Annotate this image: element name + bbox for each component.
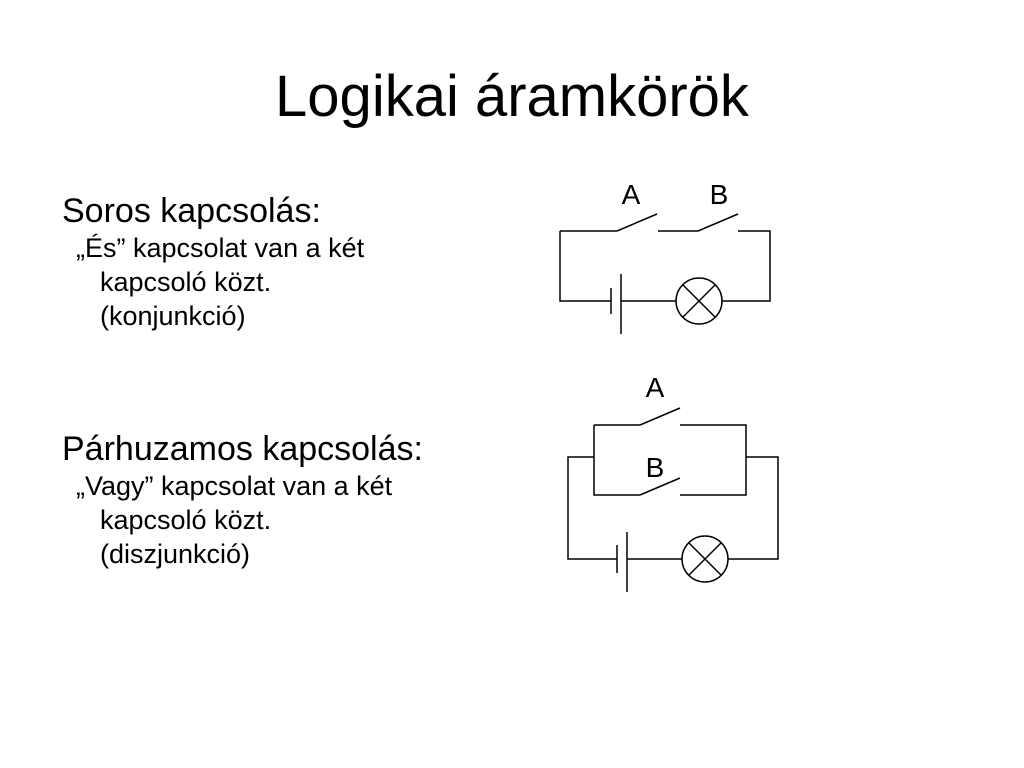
lamp-icon xyxy=(675,277,723,325)
parallel-heading: Párhuzamos kapcsolás: xyxy=(62,430,423,468)
series-switch-a-label: A xyxy=(622,179,641,210)
series-switch-b-label: B xyxy=(710,179,729,210)
battery-icon xyxy=(616,532,628,592)
series-line-2: kapcsoló közt. xyxy=(100,267,272,297)
parallel-circuit: A B xyxy=(567,372,779,592)
series-line-3: (konjunkció) xyxy=(100,301,246,331)
series-heading: Soros kapcsolás: xyxy=(62,192,321,230)
parallel-line-3: (diszjunkció) xyxy=(100,539,251,569)
parallel-branch-wire xyxy=(593,424,747,496)
parallel-main-wire xyxy=(567,456,779,560)
series-text: Soros kapcsolás: „És” kapcsolat van a ké… xyxy=(62,191,364,333)
parallel-switch-b-label: B xyxy=(646,452,665,483)
switch-icon xyxy=(616,213,658,232)
parallel-text: Párhuzamos kapcsolás: „Vagy” kapcsolat v… xyxy=(62,429,423,571)
lamp-icon xyxy=(681,535,729,583)
parallel-line-2: kapcsoló közt. xyxy=(100,505,272,535)
series-circuit: A B xyxy=(559,179,771,334)
battery-icon xyxy=(610,274,622,334)
switch-icon xyxy=(639,407,681,426)
switch-icon xyxy=(639,477,681,496)
series-line-1: „És” kapcsolat van a két xyxy=(76,233,365,263)
slide-title: Logikai áramkörök xyxy=(275,64,749,129)
parallel-line-1: „Vagy” kapcsolat van a két xyxy=(76,471,393,501)
switch-icon xyxy=(697,213,739,232)
parallel-switch-a-label: A xyxy=(646,372,665,403)
series-wire xyxy=(559,230,771,302)
